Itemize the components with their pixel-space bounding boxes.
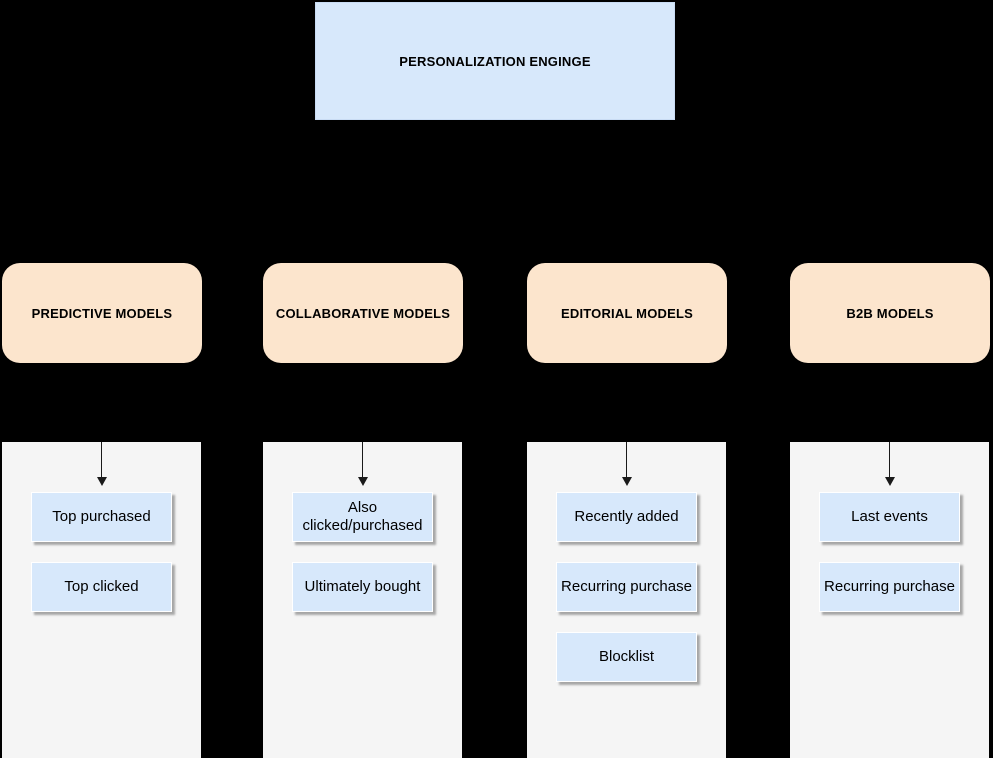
down-arrow-icon — [96, 442, 108, 487]
node-top-purchased: Top purchased — [31, 492, 172, 542]
node-predictive-models-label: PREDICTIVE MODELS — [31, 305, 173, 321]
arrow-head — [96, 477, 107, 486]
node-top-clicked-label: Top clicked — [64, 578, 139, 595]
node-blocklist: Blocklist — [556, 632, 697, 682]
node-recurring-purchase-editorial-label: Recurring purchase — [561, 578, 692, 595]
arrow-shaft — [888, 442, 891, 477]
node-top-clicked: Top clicked — [31, 562, 172, 612]
node-recurring-purchase-editorial: Recurring purchase — [556, 562, 697, 612]
node-collaborative-models-label: COLLABORATIVE MODELS — [275, 305, 451, 321]
down-arrow-icon — [357, 442, 369, 487]
container-editorial-models: Recently added Recurring purchase Blockl… — [527, 442, 726, 758]
arrow-head — [357, 477, 368, 486]
node-editorial-models-label: EDITORIAL MODELS — [560, 305, 693, 321]
node-collaborative-models: COLLABORATIVE MODELS — [263, 263, 463, 363]
node-editorial-models: EDITORIAL MODELS — [527, 263, 727, 363]
down-arrow-icon — [884, 442, 896, 487]
arrow-head — [621, 477, 632, 486]
node-recently-added-label: Recently added — [574, 508, 679, 525]
node-recently-added: Recently added — [556, 492, 697, 542]
arrow-shaft — [361, 442, 364, 477]
node-also-clicked-purchased-label: Also clicked/purchased — [302, 499, 423, 534]
node-b2b-models-label: B2B MODELS — [846, 305, 934, 321]
node-recurring-purchase-b2b-label: Recurring purchase — [824, 578, 955, 595]
node-last-events-label: Last events — [851, 508, 928, 525]
node-last-events: Last events — [819, 492, 960, 542]
node-b2b-models: B2B MODELS — [790, 263, 990, 363]
container-b2b-models: Last events Recurring purchase — [790, 442, 989, 758]
node-personalization-engine-label: PERSONALIZATION ENGINGE — [399, 53, 591, 69]
node-personalization-engine: PERSONALIZATION ENGINGE — [315, 2, 675, 120]
container-predictive-models: Top purchased Top clicked — [2, 442, 201, 758]
arrow-shaft — [100, 442, 103, 477]
node-recurring-purchase-b2b: Recurring purchase — [819, 562, 960, 612]
node-also-clicked-purchased: Also clicked/purchased — [292, 492, 433, 542]
node-ultimately-bought: Ultimately bought — [292, 562, 433, 612]
node-predictive-models: PREDICTIVE MODELS — [2, 263, 202, 363]
node-blocklist-label: Blocklist — [598, 648, 654, 665]
arrow-shaft — [625, 442, 628, 477]
container-collaborative-models: Also clicked/purchased Ultimately bought — [263, 442, 462, 758]
down-arrow-icon — [621, 442, 633, 487]
node-ultimately-bought-label: Ultimately bought — [304, 578, 421, 595]
node-top-purchased-label: Top purchased — [52, 508, 151, 525]
arrow-head — [884, 477, 895, 486]
